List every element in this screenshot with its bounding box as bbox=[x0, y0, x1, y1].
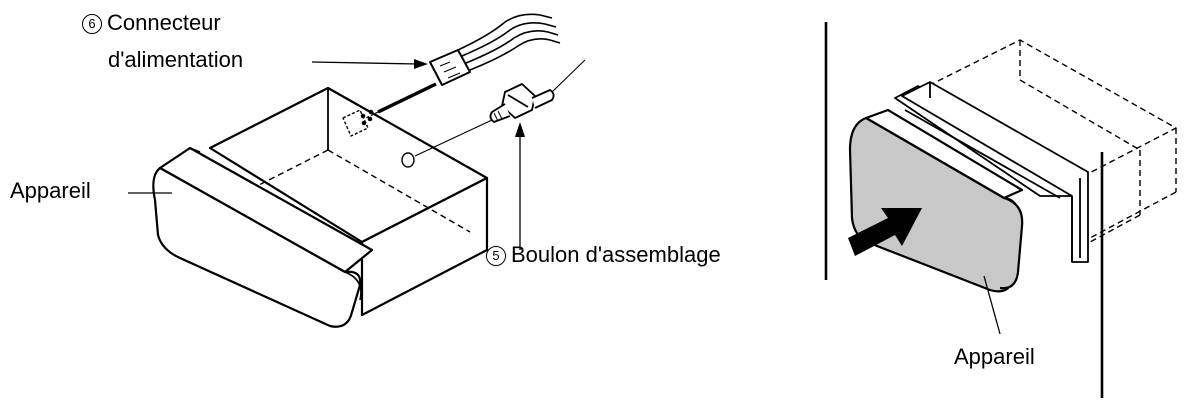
leader-line-right bbox=[983, 275, 1001, 335]
assembly-bolt bbox=[489, 83, 555, 123]
power-connector-label-line2: d'alimentation bbox=[108, 47, 244, 72]
connector-cable bbox=[377, 82, 437, 114]
right-figure bbox=[824, 22, 1177, 398]
left-figure bbox=[128, 13, 586, 328]
power-connector bbox=[429, 13, 561, 86]
unit-label-left: Appareil bbox=[10, 178, 91, 203]
mounting-sleeve bbox=[208, 86, 489, 317]
insert-arrow[interactable] bbox=[848, 208, 922, 256]
unit-label-right: Appareil bbox=[954, 344, 1035, 369]
sleeve-right bbox=[894, 81, 1089, 263]
power-connector-label-line1: Connecteur bbox=[107, 10, 221, 35]
sleeve-connector-socket bbox=[342, 109, 374, 137]
number-6-badge: 6 bbox=[82, 14, 102, 34]
assembly-bolt-text: Boulon d'assemblage bbox=[511, 242, 721, 267]
sleeve-bolt-hole bbox=[401, 152, 415, 168]
unit-right[interactable] bbox=[848, 108, 1024, 293]
unit-left bbox=[152, 146, 374, 328]
number-5-badge: 5 bbox=[486, 246, 506, 266]
leader-lines-left bbox=[128, 59, 525, 250]
